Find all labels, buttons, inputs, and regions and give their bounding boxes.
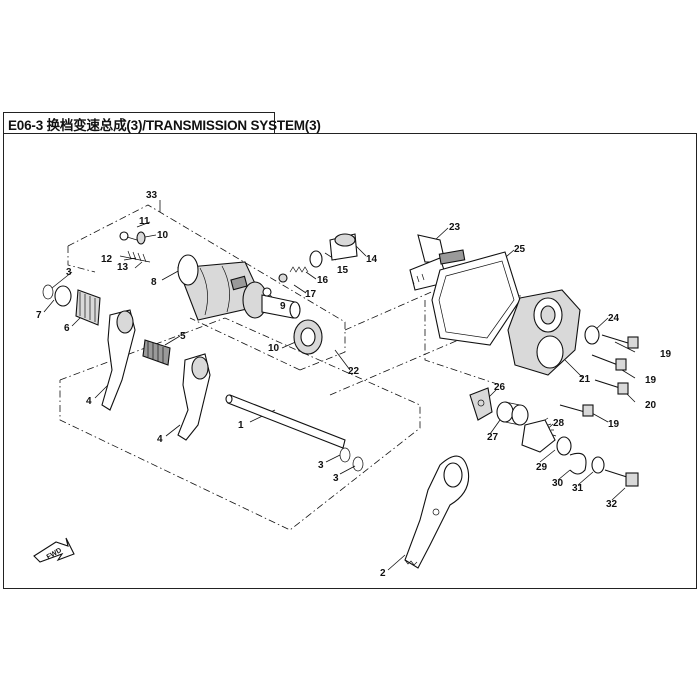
callout-20: 20 (645, 400, 657, 411)
callout-6: 6 (64, 323, 70, 334)
leader-lines (43, 200, 636, 571)
circlip-3-end (352, 456, 364, 472)
callout-18: 17 (305, 289, 317, 300)
gear-sector-28 (521, 417, 557, 453)
detent-ball-9 (262, 287, 272, 297)
callout-labels: 33 11 10 12 13 8 9 10 15 14 16 17 22 23 … (36, 190, 672, 579)
callout-16: 15 (337, 265, 349, 276)
drum-spring-13-14 (119, 250, 151, 263)
bolt-19-c (559, 404, 594, 417)
cover-21 (507, 289, 581, 376)
callout-3-mid: 3 (318, 460, 324, 471)
spring-30 (569, 452, 587, 475)
callout-14: 13 (117, 262, 129, 273)
washer-31 (591, 456, 605, 474)
callout-31: 31 (572, 483, 584, 494)
callout-7: 7 (36, 310, 42, 321)
gasket-25 (431, 251, 521, 346)
callout-3-left: 3 (66, 267, 72, 278)
callout-29: 29 (536, 462, 548, 473)
spring-6 (75, 289, 101, 326)
callout-19-b: 19 (645, 375, 657, 386)
assembly-outline-shaft (59, 317, 421, 531)
collar-7 (54, 285, 72, 307)
circlip-3-mid (339, 447, 351, 463)
callout-22: 22 (348, 366, 360, 377)
callout-26: 26 (494, 382, 506, 393)
callout-27: 27 (487, 432, 499, 443)
callout-32: 32 (606, 499, 618, 510)
callout-15: 14 (366, 254, 378, 265)
callout-30: 30 (552, 478, 564, 489)
callout-5: 5 (180, 331, 186, 342)
callout-9: 9 (280, 301, 286, 312)
drum-pin-12 (119, 231, 138, 241)
bolt-32 (604, 469, 639, 487)
bolt-20 (594, 379, 629, 395)
callout-21: 21 (579, 374, 591, 385)
callout-12: 11 (139, 216, 150, 227)
oil-seal-24 (584, 325, 600, 345)
shift-fork-shaft-1 (225, 394, 346, 449)
ball-18 (278, 273, 288, 283)
page-title: E06-3 换档变速总成(3)/TRANSMISSION SYSTEM(3) (8, 118, 321, 133)
callout-3-end: 3 (333, 473, 339, 484)
callout-4-left: 4 (86, 396, 92, 407)
callout-33: 33 (146, 190, 158, 201)
callout-17: 16 (317, 275, 329, 286)
bolt-15 (329, 233, 358, 261)
shift-fork-4-left (101, 309, 136, 411)
drum-washer-11 (136, 231, 146, 245)
callout-2: 2 (380, 568, 386, 579)
bearing-10 (293, 319, 323, 355)
callout-11: 10 (157, 230, 169, 241)
fwd-arrow-icon: FWD (33, 537, 75, 563)
callout-23: 23 (449, 222, 461, 233)
assembly-outline-33 (67, 204, 346, 371)
title-tab-frame (3, 112, 275, 134)
circlip-3-left (42, 284, 54, 300)
callout-8: 8 (151, 277, 157, 288)
shift-arm-2 (404, 455, 470, 569)
callout-19-a: 19 (660, 349, 672, 360)
spring-17 (289, 266, 309, 273)
bolt-19-a (601, 334, 639, 349)
callout-1: 1 (238, 420, 244, 431)
callout-10: 10 (268, 343, 280, 354)
washer-16 (309, 250, 323, 268)
callout-28: 28 (553, 418, 565, 429)
shift-fork-4-right (177, 353, 211, 441)
washer-29 (556, 436, 572, 456)
diagram-frame (3, 133, 697, 589)
callout-13: 12 (101, 254, 113, 265)
callout-24: 24 (608, 313, 620, 324)
collar-27 (496, 401, 529, 426)
shift-drum (177, 254, 301, 321)
stopper-26 (469, 387, 493, 421)
callout-19-c: 19 (608, 419, 620, 430)
spring-5 (142, 339, 171, 366)
bolt-19-b (591, 354, 627, 371)
callout-25: 25 (514, 244, 526, 255)
callout-4-right: 4 (157, 434, 163, 445)
